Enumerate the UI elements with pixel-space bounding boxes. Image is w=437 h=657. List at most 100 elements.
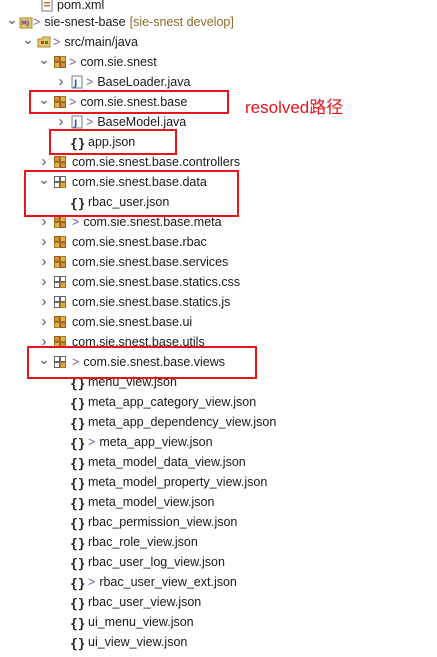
tree-item-text: meta_model_view.json <box>88 495 215 509</box>
svg-text:{}: {} <box>70 197 84 211</box>
expand-toggle-icon[interactable]: › <box>41 333 47 350</box>
tree-row-baseloader[interactable]: › J >BaseLoader.java <box>0 72 437 92</box>
svg-text:{}: {} <box>70 517 84 531</box>
json-file-icon: {} <box>70 595 86 612</box>
tree-item-label: rbac_user.json <box>88 192 169 212</box>
expand-toggle-icon[interactable]: › <box>41 213 47 230</box>
git-dirty-marker: > <box>88 575 96 589</box>
tree-item-label: rbac_permission_view.json <box>88 512 237 532</box>
tree-row-rbacuser[interactable]: {} rbac_user.json <box>0 192 437 212</box>
tree-row-p-snest[interactable]: ⌄>com.sie.snest <box>0 52 437 72</box>
tree-item-label: rbac_user_log_view.json <box>88 552 225 572</box>
tree-item-text: com.sie.snest.base.services <box>72 255 229 269</box>
package-icon <box>53 215 67 229</box>
expand-toggle-icon[interactable]: › <box>41 153 47 170</box>
tree-row-p-utils[interactable]: ›com.sie.snest.base.utils <box>0 332 437 352</box>
tree-row-p-services[interactable]: › com.sie.snest.base.services <box>0 252 437 272</box>
tree-row-v10[interactable]: {} rbac_user_log_view.json <box>0 552 437 572</box>
tree-row-v8[interactable]: {} rbac_permission_view.json <box>0 512 437 532</box>
expand-toggle-icon[interactable]: › <box>58 73 64 90</box>
package-icon <box>53 95 67 109</box>
tree-item-text: com.sie.snest.base.ui <box>72 315 193 329</box>
collapse-toggle-icon[interactable]: ⌄ <box>22 31 34 47</box>
tree-row-p-css[interactable]: › com.sie.snest.base.statics.css <box>0 272 437 292</box>
git-dirty-marker: > <box>86 75 94 89</box>
collapse-toggle-icon[interactable]: ⌄ <box>6 11 18 27</box>
tree-row-basemodel[interactable]: › J>BaseModel.java <box>0 112 437 132</box>
json-file-icon: {} <box>70 635 86 652</box>
tree-row-p-views[interactable]: ⌄>com.sie.snest.base.views <box>0 352 437 372</box>
tree-row-src[interactable]: ⌄>src/main/java <box>0 32 437 52</box>
tree-row-p-data[interactable]: ⌄com.sie.snest.base.data <box>0 172 437 192</box>
svg-text:{}: {} <box>70 397 84 411</box>
tree-item-label: >BaseLoader.java <box>86 72 190 92</box>
svg-text:{}: {} <box>70 597 84 611</box>
collapse-toggle-icon[interactable]: ⌄ <box>38 91 50 107</box>
tree-row-p-js[interactable]: › com.sie.snest.base.statics.js <box>0 292 437 312</box>
svg-text:{}: {} <box>70 477 84 491</box>
tree-row-v14[interactable]: {}ui_view_view.json <box>0 632 437 652</box>
tree-item-label: rbac_user_view.json <box>88 592 201 612</box>
json-file-icon: {} <box>70 515 86 532</box>
tree-item-label: com.sie.snest.base.services <box>72 252 228 272</box>
expand-toggle-icon[interactable]: › <box>41 233 47 250</box>
git-dirty-marker: > <box>88 435 96 449</box>
git-dirty-marker: > <box>72 215 80 229</box>
collapse-toggle-icon[interactable]: ⌄ <box>38 171 50 187</box>
tree-row-p-base[interactable]: ⌄>com.sie.snest.base <box>0 92 437 112</box>
tree-row-v7[interactable]: {} meta_model_view.json <box>0 492 437 512</box>
tree-item-label: meta_model_view.json <box>88 492 214 512</box>
tree-item-label: rbac_role_view.json <box>88 532 198 552</box>
collapse-toggle-icon[interactable]: ⌄ <box>38 51 50 67</box>
tree-item-text: com.sie.snest.base.statics.css <box>72 275 241 289</box>
repo-branch-decoration: [sie-snest develop] <box>129 15 234 29</box>
tree-row-appjson[interactable]: {}app.json <box>0 132 437 152</box>
json-file-icon: {} <box>70 395 86 412</box>
package-icon <box>53 235 67 249</box>
tree-item-text: com.sie.snest <box>80 55 157 69</box>
tree-row-v5[interactable]: {}meta_model_data_view.json <box>0 452 437 472</box>
tree-item-text: meta_app_category_view.json <box>88 395 257 409</box>
expand-toggle-icon[interactable]: › <box>58 113 64 130</box>
tree-row-v12[interactable]: {} rbac_user_view.json <box>0 592 437 612</box>
git-dirty-marker: > <box>86 115 94 129</box>
highlight-box-app-json <box>49 129 177 155</box>
tree-row-v6[interactable]: {}meta_model_property_view.json <box>0 472 437 492</box>
tree-row-v3[interactable]: {} meta_app_dependency_view.json <box>0 412 437 432</box>
tree-item-label: >BaseModel.java <box>86 112 186 132</box>
svg-text:{}: {} <box>70 557 84 571</box>
expand-toggle-icon[interactable]: › <box>41 293 47 310</box>
tree-row-v13[interactable]: {}ui_menu_view.json <box>0 612 437 632</box>
tree-item-text: meta_app_dependency_view.json <box>88 415 277 429</box>
expand-toggle-icon[interactable]: › <box>41 253 47 270</box>
tree-item-label: com.sie.snest.base.statics.js <box>72 292 230 312</box>
tree-row-p-controllers[interactable]: › com.sie.snest.base.controllers <box>0 152 437 172</box>
resolved-path-annotation: resolved路径 <box>245 98 344 117</box>
json-file-icon: {} <box>70 435 86 452</box>
package-icon <box>53 155 67 169</box>
svg-text:{}: {} <box>70 417 84 431</box>
tree-row-pom[interactable]: pom.xml <box>0 0 437 15</box>
json-file-icon: {} <box>70 555 86 572</box>
tree-item-label: app.json <box>88 132 135 152</box>
svg-text:J: J <box>73 79 77 89</box>
tree-row-v2[interactable]: {} meta_app_category_view.json <box>0 392 437 412</box>
tree-item-label: >rbac_user_view_ext.json <box>88 572 237 592</box>
collapse-toggle-icon[interactable]: ⌄ <box>38 351 50 367</box>
tree-row-v4[interactable]: {}>meta_app_view.json <box>0 432 437 452</box>
tree-row-v11[interactable]: {}>rbac_user_view_ext.json <box>0 572 437 592</box>
tree-item-text: rbac_user_view_ext.json <box>99 575 237 589</box>
svg-text:{}: {} <box>70 497 84 511</box>
highlight-box-data-package <box>24 170 239 217</box>
tree-row-v9[interactable]: {}rbac_role_view.json <box>0 532 437 552</box>
tree-item-text: com.sie.snest.base.views <box>83 355 226 369</box>
expand-toggle-icon[interactable]: › <box>41 273 47 290</box>
java-file-icon: J <box>70 115 84 129</box>
tree-item-text: com.sie.snest.base.controllers <box>72 155 241 169</box>
tree-row-p-rbac[interactable]: ›com.sie.snest.base.rbac <box>0 232 437 252</box>
json-file-icon: {} <box>70 195 86 212</box>
tree-row-p-meta[interactable]: ›>com.sie.snest.base.meta <box>0 212 437 232</box>
tree-row-p-ui[interactable]: › com.sie.snest.base.ui <box>0 312 437 332</box>
expand-toggle-icon[interactable]: › <box>41 313 47 330</box>
